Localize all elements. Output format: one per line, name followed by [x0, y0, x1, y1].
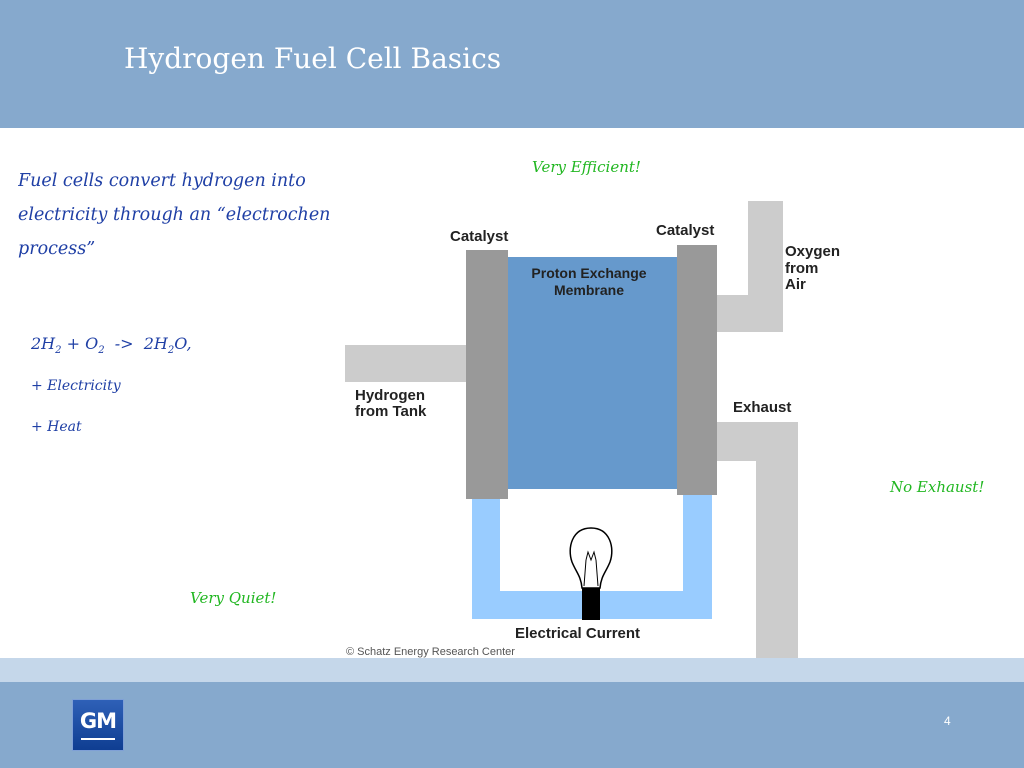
callout-quiet: Very Quiet! [190, 589, 277, 607]
eq-h2-sub: 2 [55, 345, 62, 356]
eq-arrow: -> 2H [104, 334, 168, 353]
catalyst-right [677, 245, 717, 495]
callout-no-exhaust: No Exhaust! [890, 478, 985, 496]
gm-logo-text: GM [79, 709, 117, 733]
eq-o2-sub: 2 [98, 345, 105, 356]
eq-h2o: O, [174, 334, 192, 353]
eq-o2: + O [61, 334, 99, 353]
oxygen-inlet-pipe-horizontal [716, 295, 783, 332]
intro-line: Fuel cells convert hydrogen into [18, 171, 306, 191]
callout-efficient: Very Efficient! [532, 158, 641, 176]
light-bulb-icon [569, 527, 613, 620]
footer-band [0, 682, 1024, 768]
exhaust-pipe-vertical [756, 422, 798, 658]
reaction-equation: 2H2 + O2 -> 2H2O, [31, 334, 192, 356]
gm-logo: GM [72, 699, 124, 751]
membrane-label-line2: Membrane [554, 282, 624, 298]
catalyst-left-label: Catalyst [450, 228, 508, 245]
membrane-label-line1: Proton Exchange [531, 265, 646, 281]
oxygen-label-line2: from [785, 260, 818, 277]
plus-electricity: + Electricity [31, 378, 121, 394]
slide-title: Hydrogen Fuel Cell Basics [124, 42, 502, 75]
electrical-current-label: Electrical Current [515, 625, 640, 642]
hydrogen-label-line1: Hydrogen [355, 387, 425, 404]
hydrogen-inlet-pipe [345, 345, 468, 382]
diagram-credit: © Schatz Energy Research Center [346, 646, 515, 658]
oxygen-label-line1: Oxygen [785, 243, 840, 260]
eq-h2: 2H [31, 334, 56, 353]
intro-line: electricity through an “electrochen [18, 205, 331, 225]
page-number: 4 [944, 714, 951, 728]
catalyst-left [466, 250, 508, 499]
plus-heat: + Heat [31, 419, 82, 435]
exhaust-label: Exhaust [733, 399, 791, 416]
footer-accent-bar [0, 658, 1024, 682]
hydrogen-label-line2: from Tank [355, 403, 427, 420]
oxygen-label-line3: Air [785, 276, 806, 293]
intro-line: process” [18, 239, 96, 259]
catalyst-right-label: Catalyst [656, 222, 714, 239]
intro-text: Fuel cells convert hydrogen into electri… [18, 164, 353, 266]
gm-logo-underline [81, 738, 115, 740]
fuel-cell-diagram: Catalyst Catalyst Proton Exchange Membra… [345, 201, 840, 658]
proton-exchange-membrane [506, 257, 678, 489]
eq-h2o-sub: 2 [167, 345, 175, 356]
header-band [0, 0, 1024, 128]
